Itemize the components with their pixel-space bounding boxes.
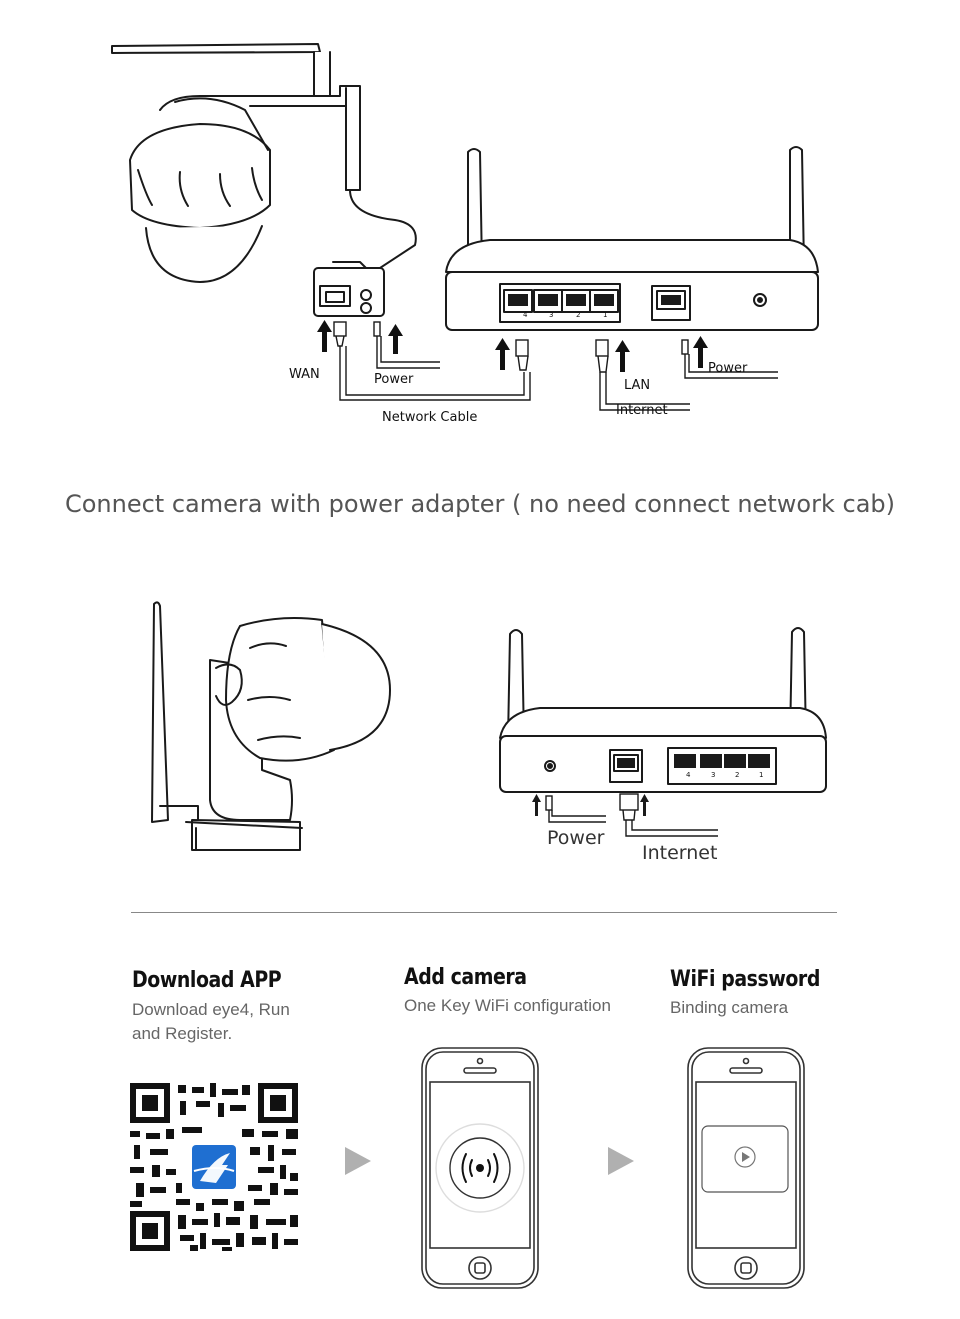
internet-label: Internet: [616, 403, 668, 418]
next-arrow-icon: [608, 1147, 634, 1175]
lan-label: LAN: [624, 378, 651, 393]
step-title-add-camera: Add camera: [404, 965, 527, 990]
setup-caption: Connect camera with power adapter ( no n…: [64, 490, 896, 518]
qr-code: [130, 1083, 298, 1251]
phone-add-camera: [421, 1047, 539, 1289]
power-label-camera: Power: [374, 372, 414, 387]
camera-side-icon: [151, 601, 827, 851]
port-number: 2: [576, 311, 581, 319]
wan-label: WAN: [289, 367, 320, 382]
port-number: 1: [603, 311, 608, 319]
step-subtitle-add-camera: One Key WiFi configuration: [404, 996, 611, 1015]
step-subtitle-wifi-password: Binding camera: [670, 998, 789, 1017]
step-title-download: Download APP: [132, 968, 282, 993]
internet-label: Internet: [642, 842, 718, 864]
port-number: 3: [549, 311, 554, 319]
port-number: 2: [735, 771, 740, 779]
video-play-icon: [701, 1125, 789, 1193]
port-number: 3: [711, 771, 716, 779]
next-arrow-icon: [345, 1147, 371, 1175]
port-number: 4: [686, 771, 691, 779]
step-title-wifi-password: WiFi password: [670, 967, 820, 992]
port-number: 1: [759, 771, 764, 779]
port-number: 4: [523, 311, 528, 319]
camera-outdoor-icon: [111, 43, 819, 411]
network-cable-label: Network Cable: [382, 410, 478, 425]
divider: [131, 912, 837, 913]
power-label-router: Power: [708, 361, 748, 376]
step-subtitle-download: Download eye4, Run and Register.: [132, 1000, 290, 1043]
power-label: Power: [547, 827, 605, 849]
wifi-broadcast-icon: [435, 1123, 525, 1213]
phone-binding-camera: [687, 1047, 805, 1289]
